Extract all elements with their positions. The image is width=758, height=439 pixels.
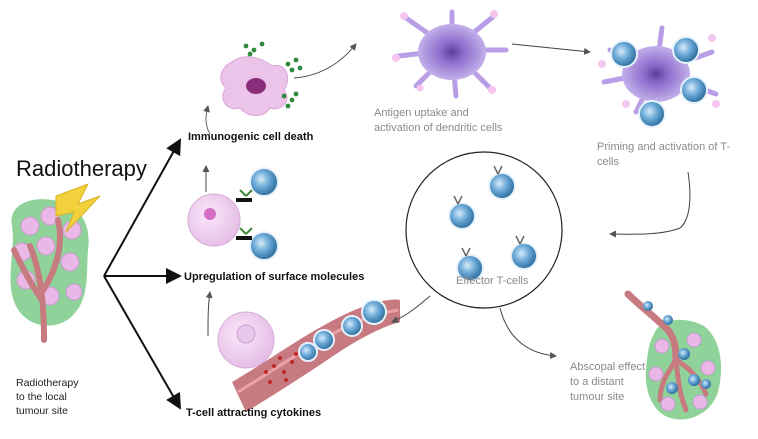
effector-to-vessel-arrow: [391, 295, 431, 323]
diagram-title: Radiotherapy: [16, 156, 147, 181]
pathway-arrows: [103, 138, 182, 410]
to-dendritic-arrow: [293, 43, 357, 79]
tumour-cell-surface: [187, 167, 279, 261]
to-priming-arrow: [511, 43, 591, 55]
priming-dendritic-cell: [598, 25, 720, 128]
dendritic-cell: [392, 9, 509, 99]
primary-tumour: [10, 183, 101, 343]
cytokine-up-arrow: [205, 291, 213, 337]
to-effector-arrow: [609, 171, 691, 238]
cytokines-label: T-cell attracting cytokines: [186, 407, 322, 419]
upregulation-label: Upregulation of surface molecules: [184, 271, 365, 283]
immunogenic-cell-death-label: Immunogenic cell death: [188, 131, 314, 143]
abscopal-arrow: [499, 307, 557, 360]
dying-tumour-cell: [220, 41, 303, 116]
antigen-uptake-label: Antigen uptake and activation of dendrit…: [374, 107, 503, 134]
radiotherapy-site-label: Radiotherapy to the local tumour site: [16, 377, 79, 417]
effector-label: Effector T-cells: [456, 275, 529, 287]
icd-arrow: [203, 105, 211, 135]
blood-vessel: [217, 299, 400, 412]
abscopal-label: Abscopal effect to a distant tumour site: [570, 361, 646, 403]
distant-tumour: [624, 290, 722, 420]
effector-t-cells: [405, 151, 563, 309]
priming-label: Priming and activation of T- cells: [597, 141, 731, 168]
